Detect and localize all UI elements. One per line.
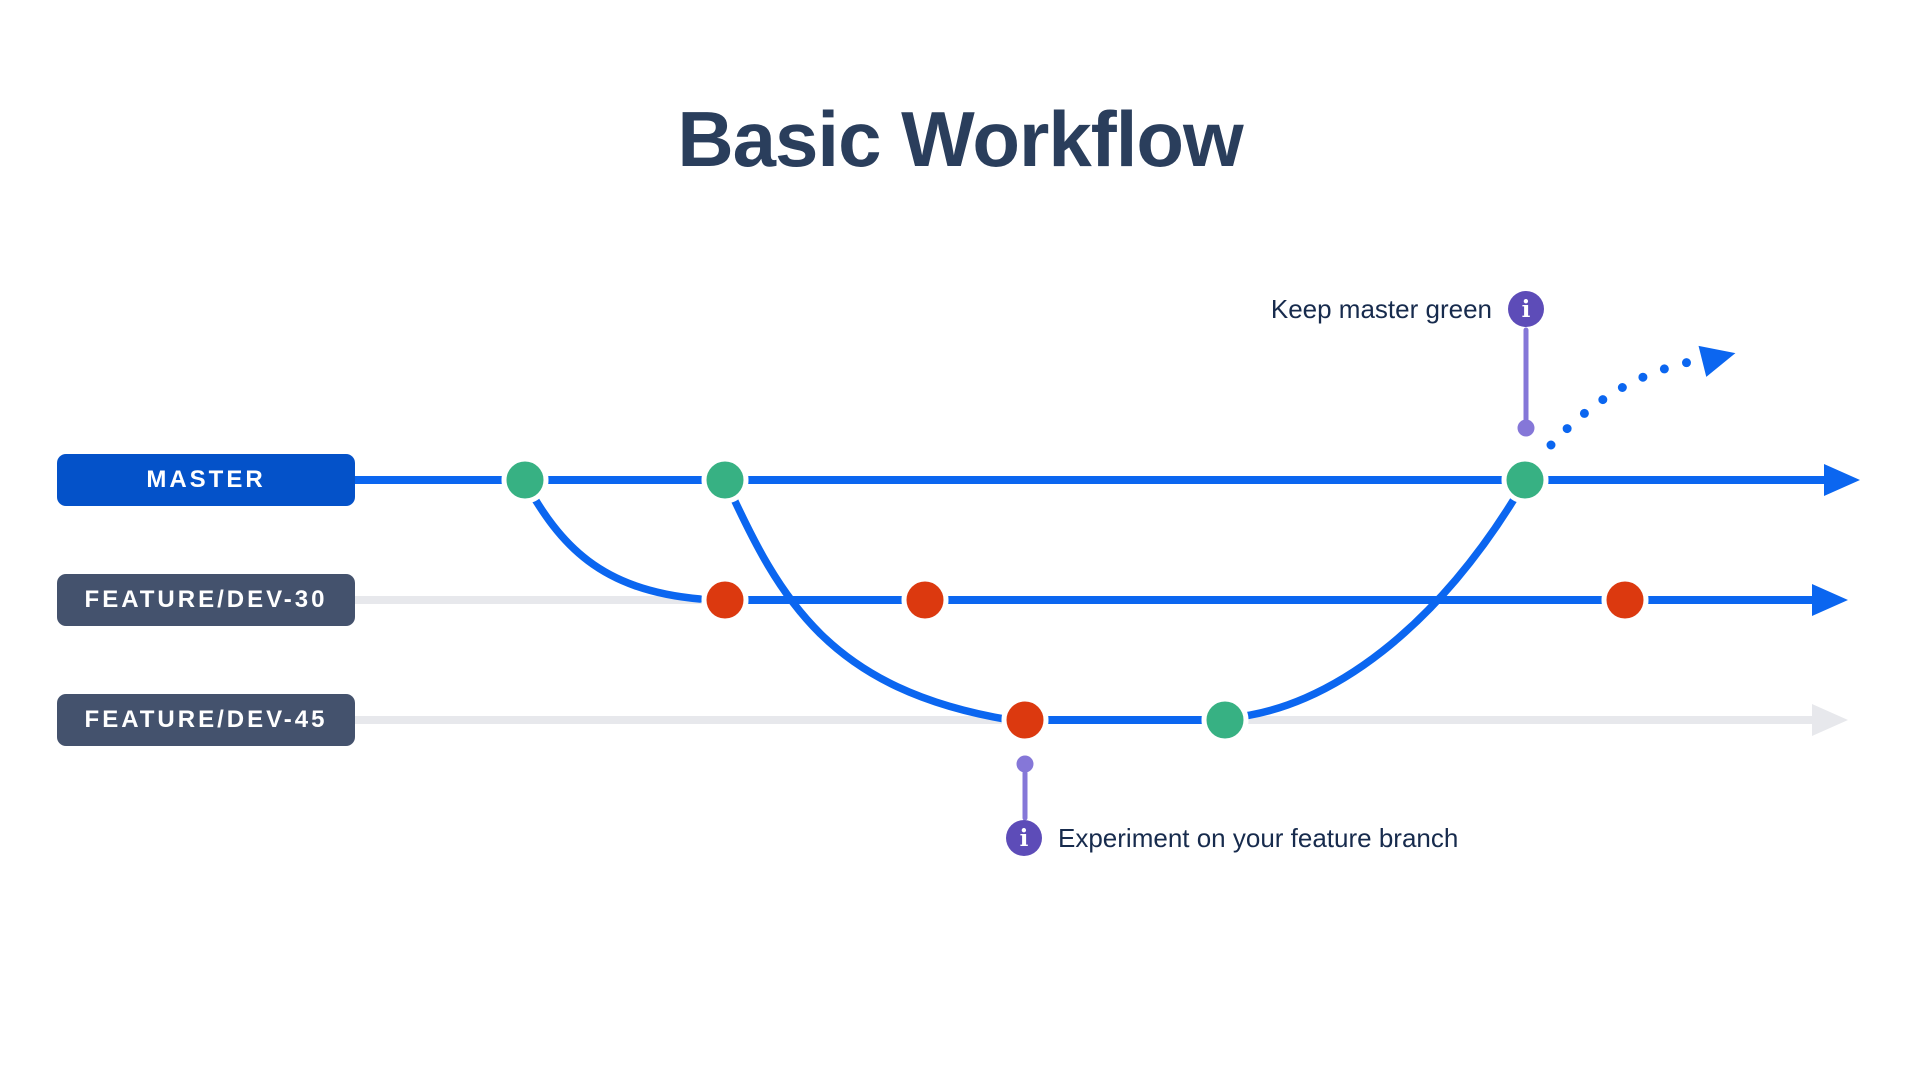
commit-dots bbox=[501, 456, 1649, 744]
annotation-experiment-feature-branch: Experiment on your feature branch bbox=[1058, 823, 1459, 853]
feature-dev30-arrow-icon bbox=[1812, 584, 1848, 616]
info-icon[interactable]: i bbox=[1006, 820, 1042, 856]
page-title: Basic Workflow bbox=[677, 95, 1243, 183]
branch-badge-feature-dev-45[interactable]: FEATURE/DEV-45 bbox=[57, 694, 355, 746]
branch-badge-master[interactable]: MASTER bbox=[57, 454, 355, 506]
commit-dot-green bbox=[1201, 696, 1249, 744]
feature-dev45-arrow-icon bbox=[1812, 704, 1848, 736]
future-work-arrowhead-icon bbox=[1698, 345, 1736, 377]
commit-dot-red bbox=[1601, 576, 1649, 624]
future-work-dotted-path bbox=[1546, 354, 1711, 450]
info-icon[interactable]: i bbox=[1508, 291, 1544, 327]
master-arrow-icon bbox=[1824, 464, 1860, 496]
branch-badge-feature-dev-30[interactable]: FEATURE/DEV-30 bbox=[57, 574, 355, 626]
merge-curve-dev45-to-master bbox=[1224, 482, 1526, 722]
branch-curve-master-to-dev45 bbox=[723, 480, 1014, 724]
commit-dot-green bbox=[1501, 456, 1549, 504]
annotation-connector-dot-feature bbox=[1016, 755, 1034, 773]
commit-dot-green bbox=[701, 456, 749, 504]
annotation-connector-dot-master bbox=[1517, 419, 1535, 437]
annotation-keep-master-green: Keep master green bbox=[1270, 294, 1492, 324]
commit-dot-red bbox=[901, 576, 949, 624]
commit-dot-green bbox=[501, 456, 549, 504]
commit-dot-red bbox=[701, 576, 749, 624]
branch-curve-master-to-dev30 bbox=[521, 478, 704, 603]
commit-dot-red bbox=[1001, 696, 1049, 744]
